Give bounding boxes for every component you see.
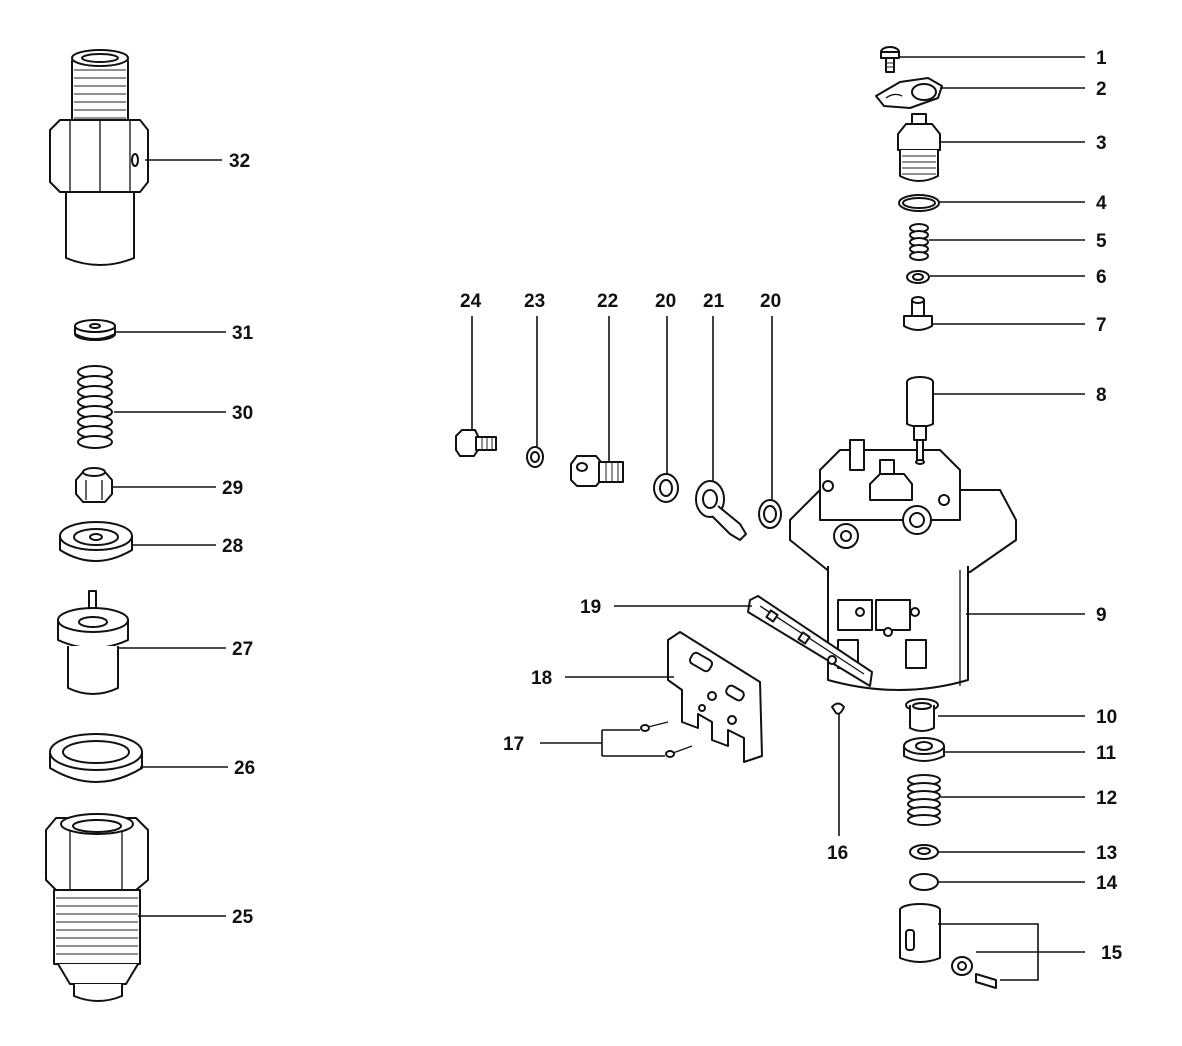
part-31-illustration	[74, 319, 116, 341]
part-13-illustration	[909, 844, 939, 860]
callout-24: 24	[460, 291, 482, 312]
part-4-illustration	[898, 194, 940, 212]
part-15-illustration	[899, 903, 997, 989]
part-14-illustration	[909, 873, 939, 891]
callout-15: 15	[1101, 943, 1123, 964]
callout-14: 14	[1096, 873, 1118, 894]
callout-12: 12	[1096, 788, 1117, 809]
part-30-illustration	[77, 365, 113, 449]
callout-4: 4	[1096, 193, 1107, 214]
callout-10: 10	[1096, 707, 1117, 728]
part-12-illustration	[907, 774, 941, 826]
callout-3: 3	[1096, 133, 1107, 154]
part-29-illustration	[75, 467, 113, 503]
part-10-illustration	[905, 698, 939, 732]
part-8-illustration	[906, 376, 934, 465]
part-9-illustration	[789, 439, 1017, 691]
part-32-illustration	[49, 49, 149, 266]
callout-19: 19	[580, 597, 601, 618]
callout-5: 5	[1096, 231, 1107, 252]
part-25-illustration	[45, 813, 149, 1002]
part-5-illustration	[909, 223, 929, 261]
part-20a-illustration	[653, 473, 679, 503]
part-22-illustration	[570, 455, 624, 487]
part-28-illustration	[59, 521, 133, 562]
callout-32: 32	[229, 151, 250, 172]
part-7-illustration	[903, 296, 933, 331]
callout-27: 27	[232, 639, 253, 660]
part-21-illustration	[695, 480, 747, 541]
callout-31: 31	[232, 323, 254, 344]
callout-6: 6	[1096, 267, 1107, 288]
part-24-illustration	[455, 429, 497, 457]
part-2-illustration	[875, 77, 943, 109]
callout-13: 13	[1096, 843, 1117, 864]
callout-17: 17	[503, 734, 524, 755]
callout-22: 22	[597, 291, 618, 312]
callout-30: 30	[232, 403, 253, 424]
callout-18: 18	[531, 668, 552, 689]
callout-20a: 20	[655, 291, 676, 312]
part-3-illustration	[897, 113, 941, 182]
part-1-illustration	[880, 46, 900, 73]
part-6-illustration	[906, 270, 930, 284]
callout-20b: 20	[760, 291, 781, 312]
callout-7: 7	[1096, 315, 1107, 336]
callout-2: 2	[1096, 79, 1107, 100]
part-11-illustration	[903, 737, 945, 762]
callout-21: 21	[703, 291, 725, 312]
callout-28: 28	[222, 536, 243, 557]
part-16-illustration	[831, 702, 845, 715]
leader-15	[938, 923, 1085, 981]
part-26-illustration	[49, 733, 143, 783]
callout-11: 11	[1096, 743, 1117, 764]
callout-8: 8	[1096, 385, 1107, 406]
callout-26: 26	[234, 758, 255, 779]
callout-16: 16	[827, 843, 848, 864]
callout-25: 25	[232, 907, 254, 928]
part-23-illustration	[526, 446, 544, 468]
callout-29: 29	[222, 478, 243, 499]
part-17-illustration	[640, 721, 693, 758]
part-27-illustration	[57, 590, 129, 695]
callout-9: 9	[1096, 605, 1107, 626]
callout-1: 1	[1096, 48, 1107, 69]
leader-17	[540, 729, 665, 757]
callout-23: 23	[524, 291, 545, 312]
part-20b-illustration	[758, 499, 782, 529]
part-19-illustration	[747, 595, 873, 687]
part-18-illustration	[667, 631, 763, 763]
